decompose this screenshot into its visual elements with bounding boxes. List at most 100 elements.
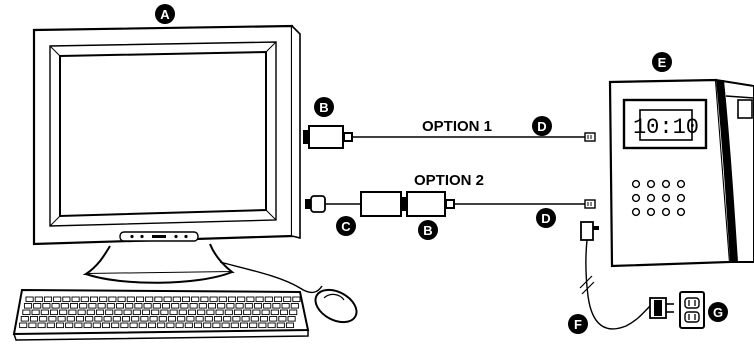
- keyboard-key: [195, 316, 204, 322]
- keyboard-key: [135, 296, 145, 303]
- keyboard-key: [75, 316, 85, 322]
- keyboard-key: [134, 303, 143, 309]
- label-b-top-badge: B: [314, 97, 334, 117]
- option1-label: OPTION 1: [422, 118, 492, 135]
- keyboard-key: [187, 309, 197, 316]
- keyboard-key: [239, 322, 249, 329]
- keyboard-key: [88, 303, 97, 309]
- keypad-button: [631, 179, 641, 189]
- keyboard-key: [212, 322, 221, 329]
- keyboard-key: [160, 309, 169, 316]
- label-d-top-badge: D: [532, 116, 552, 136]
- keypad-button: [661, 207, 671, 217]
- label-b-bottom-text: B: [423, 223, 432, 238]
- keyboard-key: [161, 303, 171, 309]
- keyboard-key: [290, 303, 299, 309]
- keyboard-key: [123, 309, 132, 316]
- power-adapter-plug: [649, 297, 674, 319]
- computer-monitor: [32, 24, 301, 246]
- keyboard-key: [65, 322, 74, 329]
- keyboard-key: [77, 309, 86, 316]
- monitor-stand: [82, 243, 235, 284]
- power-cord: [579, 221, 651, 330]
- keyboard-key: [59, 309, 68, 316]
- keyboard-key: [224, 309, 233, 316]
- keypad-button: [631, 193, 641, 203]
- keyboard-key: [34, 296, 43, 303]
- keyboard-key: [143, 303, 152, 309]
- keyboard-key: [217, 303, 226, 309]
- label-b-top-text: B: [319, 100, 328, 115]
- wall-outlet: [679, 291, 705, 329]
- keyboard-key: [218, 296, 227, 303]
- label-d-bottom-text: D: [541, 211, 550, 226]
- label-e-badge: E: [652, 52, 672, 72]
- keyboard-key: [103, 316, 112, 322]
- keyboard-key: [259, 316, 269, 322]
- keyboard-key: [197, 309, 206, 316]
- keyboard-key: [227, 296, 237, 303]
- keypad-button: [631, 207, 641, 217]
- keyboard-key: [209, 296, 218, 303]
- keypad-button: [646, 207, 656, 217]
- keyboard-key: [92, 322, 101, 329]
- keyboard-key: [25, 296, 34, 303]
- keyboard-key: [86, 309, 95, 316]
- keyboard-key: [272, 303, 281, 309]
- option2-usb-adapter: [360, 191, 407, 217]
- keyboard-key: [171, 303, 180, 309]
- keyboard-key: [39, 316, 48, 322]
- keyboard-key: [62, 296, 71, 303]
- keyboard-key: [60, 303, 69, 309]
- keyboard-key: [79, 303, 88, 309]
- keyboard-key: [20, 316, 29, 322]
- keyboard-key: [252, 309, 261, 316]
- keyboard-key: [101, 322, 111, 329]
- keyboard-key: [178, 309, 187, 316]
- label-g-badge: G: [708, 302, 728, 322]
- label-a-badge: A: [155, 4, 175, 24]
- keyboard-key: [213, 316, 223, 322]
- keyboard-key: [255, 296, 264, 303]
- keyboard-key: [53, 296, 62, 303]
- keyboard-key: [189, 303, 198, 309]
- keyboard-key: [186, 316, 195, 322]
- keyboard: [12, 288, 310, 341]
- keyboard-key: [115, 303, 125, 309]
- label-a-text: A: [160, 7, 170, 22]
- keyboard-key: [129, 322, 138, 329]
- keyboard-key: [169, 309, 178, 316]
- keyboard-key: [22, 309, 31, 316]
- option1-adapter: [303, 125, 353, 149]
- keyboard-key: [181, 296, 191, 303]
- mouse: [219, 261, 358, 324]
- keyboard-key: [163, 296, 172, 303]
- keyboard-key: [193, 322, 203, 329]
- keyboard-key: [292, 296, 301, 303]
- keyboard-key: [184, 322, 193, 329]
- keyboard-key: [243, 309, 252, 316]
- keyboard-key: [289, 309, 298, 316]
- option2-adapter: [406, 191, 455, 217]
- label-f-text: F: [574, 317, 582, 332]
- keyboard-key: [31, 309, 40, 316]
- keyboard-key: [46, 322, 55, 329]
- keyboard-key: [120, 322, 129, 329]
- keyboard-key: [157, 322, 166, 329]
- keyboard-key: [147, 322, 157, 329]
- keyboard-key: [154, 296, 163, 303]
- keyboard-key: [37, 322, 46, 329]
- keyboard-key: [283, 296, 292, 303]
- keyboard-key: [74, 322, 83, 329]
- keyboard-key: [28, 322, 37, 329]
- keypad-button: [646, 193, 656, 203]
- keyboard-key: [105, 309, 114, 316]
- option2-label: OPTION 2: [414, 172, 484, 189]
- keyboard-key: [191, 296, 200, 303]
- option2-rj-plug: [584, 199, 596, 209]
- keyboard-key: [269, 316, 278, 322]
- keyboard-key: [29, 316, 39, 322]
- keyboard-key: [166, 322, 175, 329]
- keyboard-key: [132, 309, 141, 316]
- keyboard-key: [126, 296, 135, 303]
